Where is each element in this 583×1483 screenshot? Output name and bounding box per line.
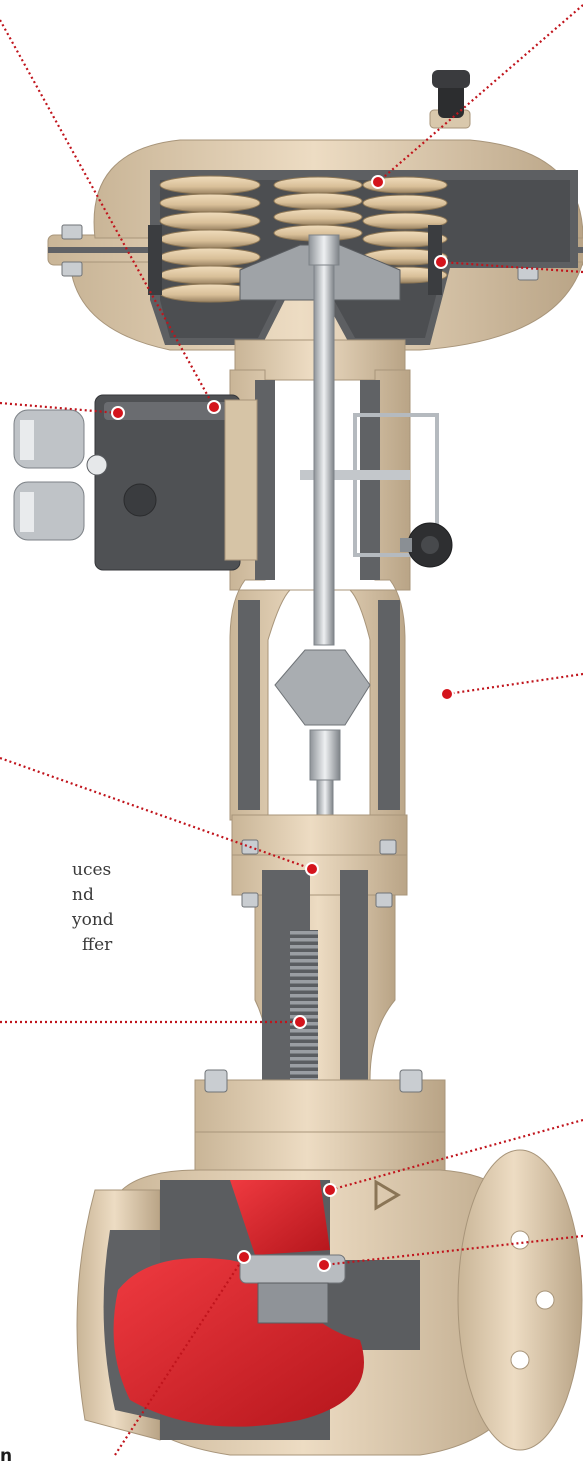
leader-line — [0, 19, 215, 408]
text-fragment: uces — [72, 860, 112, 880]
spring-center — [273, 176, 363, 242]
leader-lines — [0, 4, 583, 1456]
leader-line — [329, 1118, 583, 1192]
leader-dots — [111, 175, 454, 1272]
leader-line — [446, 672, 583, 696]
valve-body — [76, 1069, 583, 1456]
text-fragment: yond — [72, 910, 114, 930]
vent-knob-icon — [429, 70, 471, 129]
callout-dot — [440, 687, 454, 701]
leader-line — [440, 260, 583, 274]
travel-indicator — [300, 413, 439, 557]
text-fragment: ffer — [82, 935, 113, 955]
callout-dot — [237, 1250, 251, 1264]
text-fragment: nd — [72, 885, 94, 905]
leader-line — [323, 1234, 583, 1267]
callout-dot — [371, 175, 385, 189]
positioner — [94, 394, 258, 571]
callout-dot — [434, 255, 448, 269]
callout-dot — [111, 406, 125, 420]
gauge-icon — [13, 409, 108, 541]
flow-arrow-icon — [374, 1179, 401, 1211]
callout-dot — [293, 1015, 307, 1029]
callout-dot — [207, 400, 221, 414]
spring-left — [159, 175, 261, 303]
callout-dot — [323, 1183, 337, 1197]
leader-line — [377, 4, 583, 183]
callout-dot — [317, 1258, 331, 1272]
callout-label: n — [0, 1446, 13, 1466]
adjust-knob-icon — [400, 522, 453, 568]
leader-line — [114, 1256, 245, 1456]
leader-line — [0, 756, 313, 871]
callout-dot — [305, 862, 319, 876]
